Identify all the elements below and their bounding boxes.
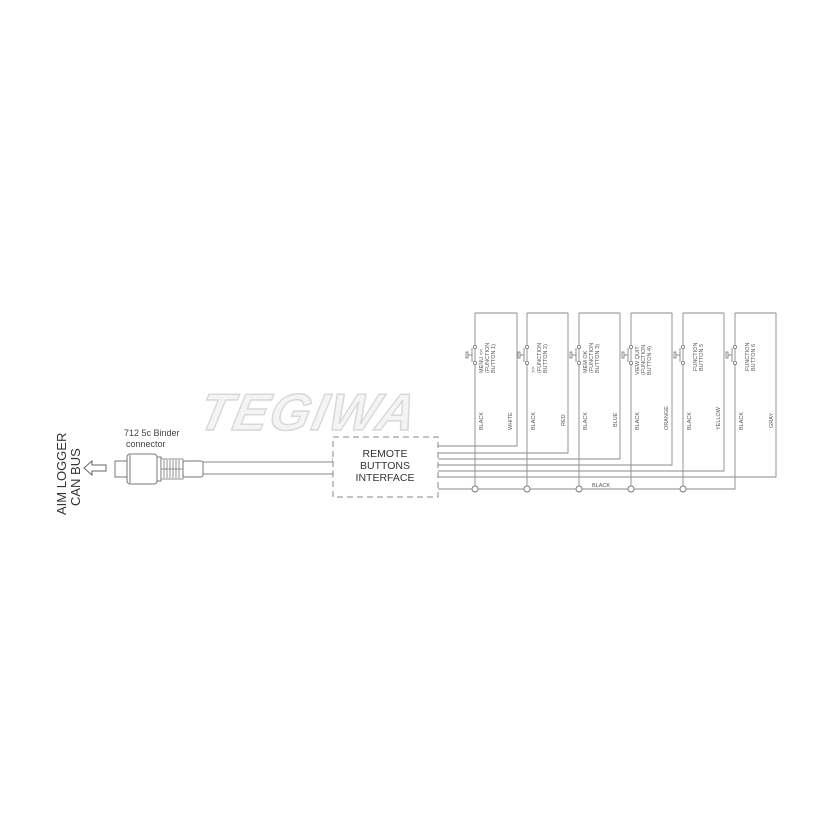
interface-label-line2: BUTTONS [360,460,410,472]
button-name-line1: MENU << [479,349,485,373]
pushbutton-icon [621,344,634,366]
side-label-line1: AIM LOGGER [54,433,69,515]
signal-wire-label: GRAY [769,412,775,428]
button-name-line3: BUTTON 3) [595,344,601,373]
signal-wire-label: RED [561,414,567,426]
button-2: >> (FUNCTION BUTTON 2) BLACK RED [531,343,567,430]
button-name-line2: FUNCTION [693,343,699,371]
signal-wire-label: ORANGE [664,406,670,430]
button-name-line3: BUTTON 5 [699,344,705,371]
button-name-line1: >> [531,367,537,373]
interface-label-line1: REMOTE [363,448,408,460]
button-name-line2: (FUNCTION [537,343,543,373]
button-name-line2: (FUNCTION [485,343,491,373]
signal-wires [438,312,777,490]
switch-symbols [465,344,738,366]
button-1: MENU << (FUNCTION BUTTON 1) BLACK WHITE [479,343,514,430]
button-name-line3: BUTTON 2) [543,344,549,373]
ground-wire-label: BLACK [583,412,589,430]
side-label-line2: CAN BUS [68,448,83,506]
ground-wire-label: BLACK [739,412,745,430]
signal-wire-label: WHITE [508,412,514,430]
remote-buttons-interface-box [332,436,439,498]
pushbutton-icon [569,344,582,366]
arrow-left-icon [83,459,107,477]
button-5: FUNCTION BUTTON 5 BLACK YELLOW [687,343,722,430]
button-3: MEM OK (FUNCTION BUTTON 3) BLACK BLUE [583,343,619,430]
aim-logger-label: AIM LOGGER CAN BUS [54,433,83,515]
pushbutton-icon [465,344,478,366]
pushbutton-icon [725,344,738,366]
common-bus-label: BLACK [592,483,610,489]
junction-dots [471,485,687,493]
ground-wire-label: BLACK [531,412,537,430]
button-name-line3: BUTTON 6 [751,344,757,371]
signal-wire-label: YELLOW [716,406,722,430]
watermark: TEGIWA [194,384,423,442]
signal-wire-label: BLUE [613,412,619,427]
interface-label-line3: INTERFACE [356,472,415,484]
button-name-line3: BUTTON 1) [491,344,497,373]
button-name-line1: VIEW QUIT [635,346,641,375]
pushbutton-icon [517,344,530,366]
button-4: VIEW QUIT (FUNCTION BUTTON 4) BLACK ORAN… [635,345,670,430]
button-name-line1: MEM OK [583,350,589,373]
button-name-line3: BUTTON 4) [647,346,653,375]
connector-label-line1: 712 5c Binder [124,428,180,438]
button-name-line2: (FUNCTION [589,343,595,373]
button-name-line2: FUNCTION [745,343,751,371]
can-cable [203,458,334,478]
button-name-line2: (FUNCTION [641,345,647,375]
ground-wire-label: BLACK [635,412,641,430]
connector-label-line2: connector [126,439,166,449]
ground-wire-label: BLACK [479,412,485,430]
binder-connector-icon [114,453,204,485]
button-6: FUNCTION BUTTON 6 BLACK GRAY [739,343,775,430]
pushbutton-icon [673,344,686,366]
ground-wire-label: BLACK [687,412,693,430]
